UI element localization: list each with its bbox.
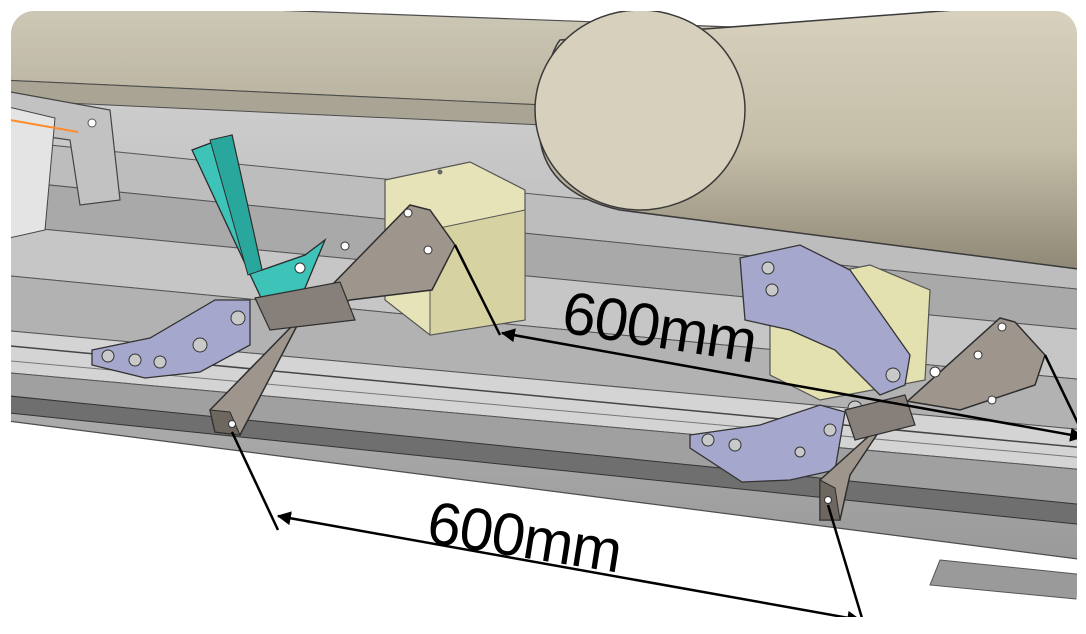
dimension-line-upper (500, 328, 1080, 442)
image-frame (5, 5, 1083, 623)
extension-line-upper-left (453, 244, 502, 336)
cylinder-tube (534, 8, 1080, 271)
accent-line (9, 119, 79, 133)
left-frame (8, 89, 121, 241)
bracket-plate-left (209, 204, 456, 436)
extension-line-lower-left (230, 431, 280, 531)
mount-plate-left (91, 299, 251, 379)
dimension-line-lower (276, 511, 862, 620)
